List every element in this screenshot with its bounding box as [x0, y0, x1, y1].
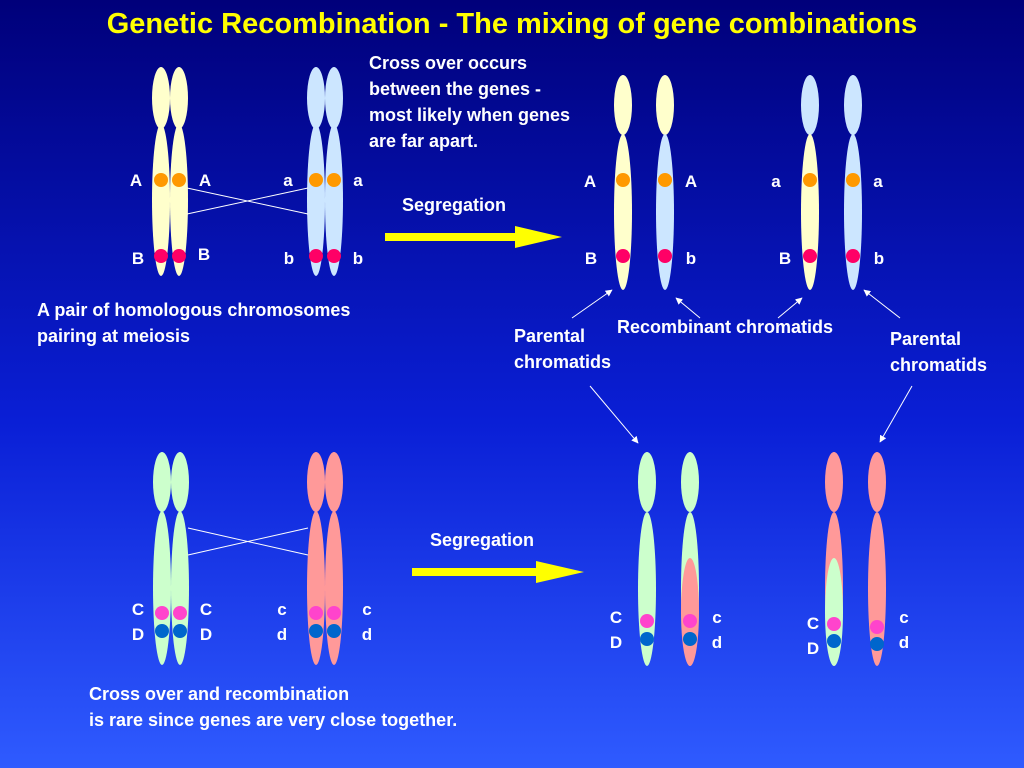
gene-label: A [129, 171, 143, 190]
segregation-arrow-bottom [412, 561, 584, 583]
gene-label: C [131, 600, 145, 619]
rare-note: Cross over and recombination is rare sin… [89, 684, 458, 730]
pair-description: A pair of homologous chromosomes pairing… [37, 300, 351, 346]
gene-label: c [899, 608, 909, 627]
parental-label-right: Parental chromatids [890, 329, 988, 375]
result-chromatids-AB-Ab [614, 75, 674, 290]
gene-label: d [711, 633, 723, 652]
gene-label: a [873, 172, 883, 191]
result-chromatids-CD-cd-2 [825, 452, 886, 666]
segregation-label-bottom: Segregation [430, 530, 535, 550]
gene-label: B [778, 249, 792, 268]
chromosome-pair-CD [153, 452, 189, 665]
gene-label: C [806, 614, 820, 633]
gene-A [154, 173, 168, 187]
result-chromatids-CD-cd [638, 452, 699, 666]
gene-label: a [283, 171, 293, 190]
crossover-lines-bottom [187, 527, 309, 556]
chromosome-pair-cd [307, 452, 343, 665]
segregation-arrow-top [385, 226, 562, 248]
gene-label: b [685, 249, 697, 268]
gene-label: b [352, 249, 364, 268]
chromosome-pair-ab [307, 67, 343, 276]
chromosome-pair-AB [152, 67, 188, 276]
gene-label: d [361, 625, 373, 644]
crossover-note: Cross over occurs between the genes - mo… [369, 53, 571, 151]
result-chromatids-aB-ab [801, 75, 862, 290]
recombinant-label: Recombinant chromatids [617, 317, 834, 337]
gene-A [172, 173, 186, 187]
gene-label: D [806, 639, 820, 658]
gene-a [327, 173, 341, 187]
gene-B [172, 249, 186, 263]
gene-label: c [362, 600, 372, 619]
gene-label: d [276, 625, 288, 644]
crossover-lines-top [186, 187, 309, 215]
gene-label: D [609, 633, 623, 652]
gene-label: A [583, 172, 597, 191]
gene-label: B [584, 249, 598, 268]
gene-label: c [277, 600, 287, 619]
gene-label: a [353, 171, 363, 190]
gene-label: d [898, 633, 910, 652]
page-title: Genetic Recombination - The mixing of ge… [106, 8, 918, 40]
gene-label: b [873, 249, 885, 268]
gene-B [154, 249, 168, 263]
segregation-label-top: Segregation [402, 195, 507, 215]
gene-label: A [684, 172, 698, 191]
gene-label: c [712, 608, 722, 627]
gene-b [327, 249, 341, 263]
gene-b [309, 249, 323, 263]
gene-label: C [199, 600, 213, 619]
gene-label: D [131, 625, 145, 644]
gene-label: B [131, 249, 145, 268]
gene-label: b [283, 249, 295, 268]
gene-label: C [609, 608, 623, 627]
pointer-arrows [571, 289, 913, 444]
parental-label-left: Parental chromatids [514, 326, 612, 372]
gene-label: B [197, 245, 211, 264]
gene-label: a [771, 172, 781, 191]
gene-label: D [199, 625, 213, 644]
gene-a [309, 173, 323, 187]
gene-label: A [198, 171, 212, 190]
